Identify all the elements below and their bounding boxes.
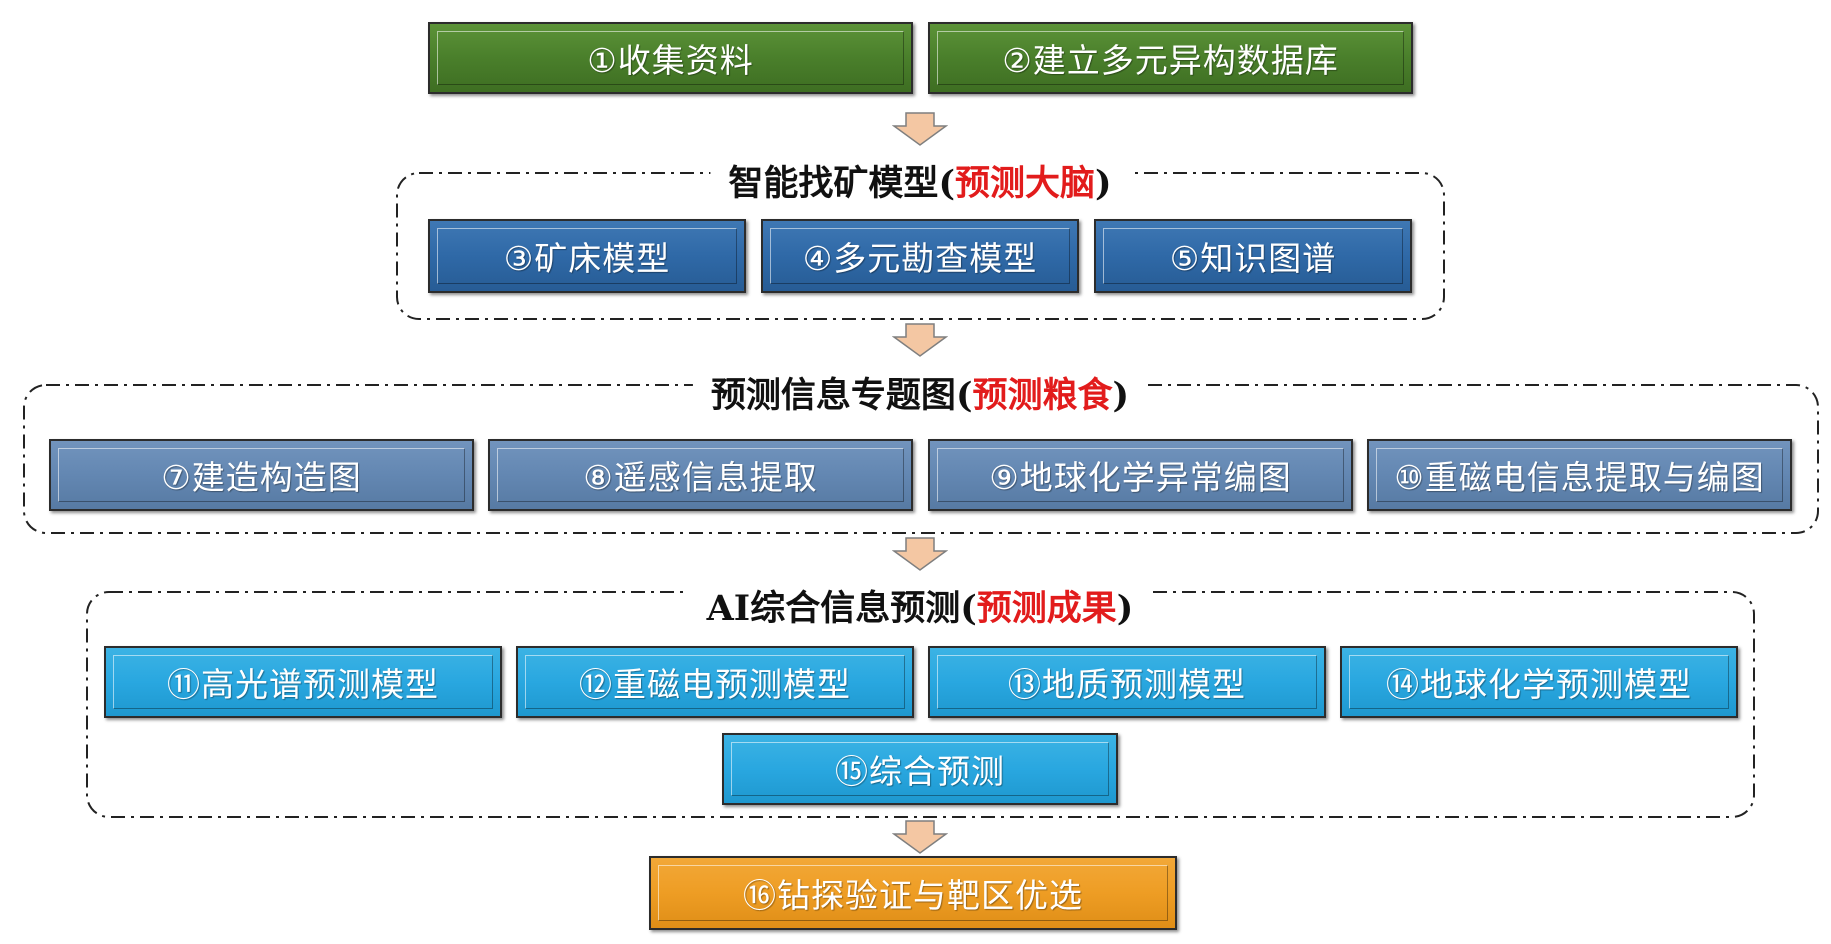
down-arrow-icon [892,112,948,146]
remote-sensing-box: ⑧遥感信息提取 [488,439,913,511]
database-box: ②建立多元异构数据库 [928,22,1413,94]
geology-model-box: ⑬地质预测模型 [928,646,1326,718]
collect-data-box: ①收集资料 [428,22,913,94]
section-title-maps: 预测信息专题图(预测粮食) [692,367,1148,418]
deposit-model-box: ③矿床模型 [428,219,746,293]
multi-exploration-model-box: ④多元勘查模型 [761,219,1079,293]
down-arrow-icon [892,820,948,854]
knowledge-graph-box: ⑤知识图谱 [1094,219,1412,293]
geochem-anomaly-map-box: ⑨地球化学异常编图 [928,439,1353,511]
frame-ai [86,591,1755,818]
drilling-verification-box: ⑯钻探验证与靶区优选 [649,856,1177,930]
down-arrow-icon [892,323,948,357]
geologic-structure-map-box: ⑦建造构造图 [49,439,474,511]
section-title-ai: AI综合信息预测(预测成果) [688,580,1152,631]
section-title-model: 智能找矿模型(预测大脑) [710,155,1130,206]
integrated-prediction-box: ⑮综合预测 [722,733,1118,805]
geophysics-model-box: ⑫重磁电预测模型 [516,646,914,718]
down-arrow-icon [892,537,948,571]
geophysics-map-box: ⑩重磁电信息提取与编图 [1367,439,1792,511]
geochemistry-model-box: ⑭地球化学预测模型 [1340,646,1738,718]
hyperspectral-model-box: ⑪高光谱预测模型 [104,646,502,718]
